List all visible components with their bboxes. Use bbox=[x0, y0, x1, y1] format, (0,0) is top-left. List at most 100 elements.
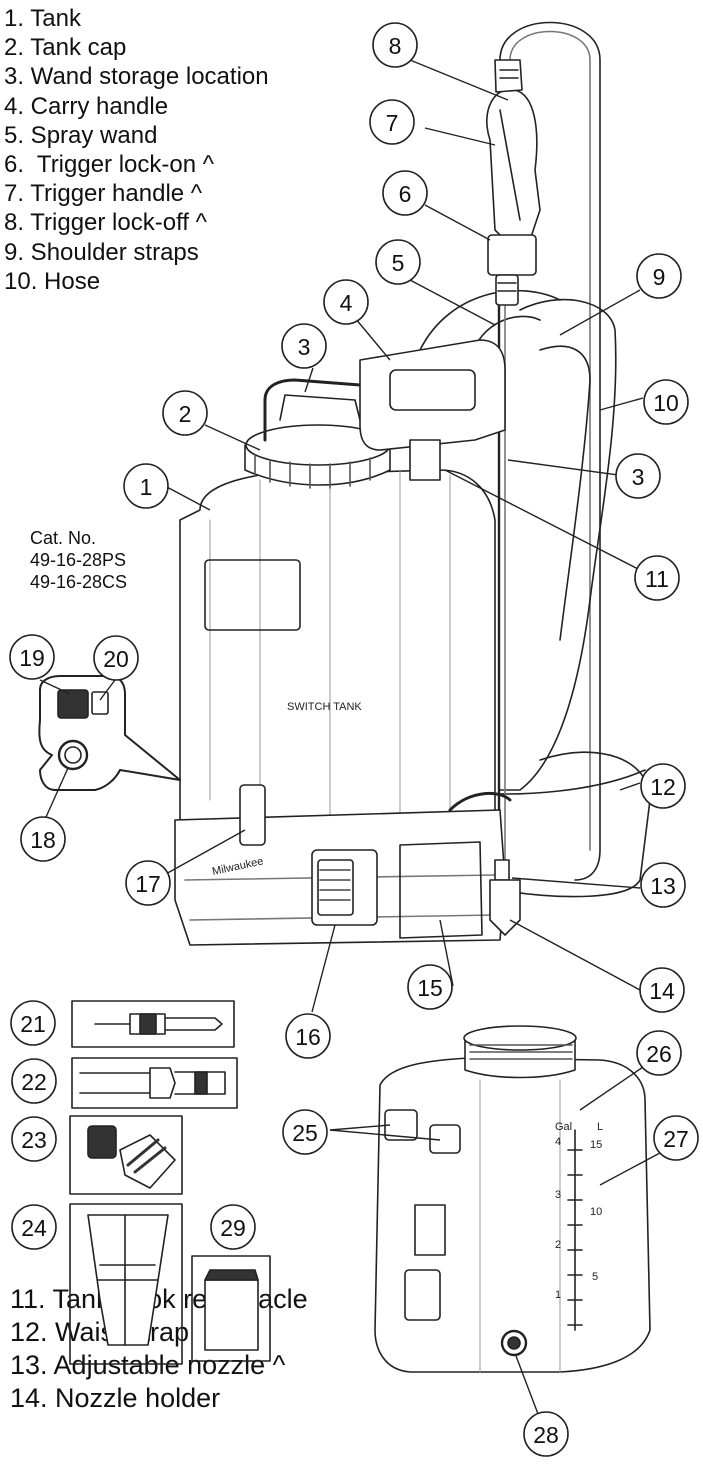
catalog-model-1: 49-16-28PS bbox=[30, 550, 127, 570]
trigger-handle-drawing bbox=[486, 88, 541, 246]
callout-circle-16 bbox=[285, 1013, 331, 1059]
callout-circle-27 bbox=[653, 1115, 699, 1161]
callout-circle-12 bbox=[640, 763, 686, 809]
callout-circle-10 bbox=[643, 379, 689, 425]
carry-handle-drawing bbox=[359, 339, 506, 451]
callout-number-14: 14 bbox=[649, 978, 675, 1004]
callout-circle-5 bbox=[375, 239, 421, 285]
callout-number-6: 6 bbox=[399, 181, 412, 207]
callout-number-12: 12 bbox=[650, 774, 676, 800]
callout-number-4: 4 bbox=[340, 290, 353, 316]
callout-number-13: 13 bbox=[650, 873, 676, 899]
removable-tank-drawing bbox=[374, 1057, 651, 1373]
legend-item-spray-wand: 5. Spray wand bbox=[4, 121, 158, 149]
callout-circle-3 bbox=[615, 453, 661, 499]
callout-circle-17 bbox=[125, 860, 171, 906]
callout-circle-20 bbox=[93, 635, 139, 681]
callout-number-3: 3 bbox=[298, 334, 311, 360]
catalog-number: Cat. No. 49-16-28PS 49-16-28CS bbox=[30, 527, 127, 593]
gal-label: Gal bbox=[555, 1121, 572, 1133]
callout-number-18: 18 bbox=[30, 827, 56, 853]
callout-circle-9 bbox=[636, 253, 682, 299]
gal-scale-1: 1 bbox=[555, 1289, 561, 1301]
callout-circle-3 bbox=[281, 323, 327, 369]
callout-circle-26 bbox=[636, 1030, 682, 1076]
callout-circle-25 bbox=[282, 1109, 328, 1155]
hose-drawing bbox=[499, 21, 601, 881]
callout-circle-24 bbox=[11, 1204, 57, 1250]
legend-item-trigger-handle: 7. Trigger handle ^ bbox=[4, 180, 203, 208]
callout-circle-4 bbox=[323, 279, 369, 325]
callout-number-19: 19 bbox=[19, 645, 45, 671]
legend-item-nozzle-holder: 14. Nozzle holder bbox=[10, 1383, 221, 1413]
callout-circle-22 bbox=[11, 1058, 57, 1104]
callout-number-15: 15 bbox=[417, 975, 443, 1001]
callout-circle-15 bbox=[407, 964, 453, 1010]
callout-circle-6 bbox=[382, 170, 428, 216]
gal-scale-4: 4 bbox=[555, 1136, 561, 1148]
liter-label: L bbox=[597, 1121, 603, 1133]
catalog-model-2: 49-16-28CS bbox=[30, 572, 128, 592]
callout-number-5: 5 bbox=[392, 250, 405, 276]
callout-number-1: 1 bbox=[140, 474, 153, 500]
callout-circle-14 bbox=[639, 967, 685, 1013]
legend-item-wand-storage: 3. Wand storage location bbox=[4, 63, 269, 91]
tank-body-drawing bbox=[179, 469, 496, 831]
legend-top: 1. Tank 2. Tank cap 3. Wand storage loca… bbox=[4, 4, 269, 296]
callout-number-20: 20 bbox=[103, 646, 129, 672]
callout-circle-21 bbox=[10, 1000, 56, 1046]
callout-number-2: 2 bbox=[179, 401, 192, 427]
legend-item-hose: 10. Hose bbox=[4, 267, 101, 295]
callout-number-21: 21 bbox=[20, 1011, 46, 1037]
gal-scale-2: 2 bbox=[555, 1239, 561, 1251]
callout-number-7: 7 bbox=[386, 110, 399, 136]
legend-item-tank-cap: 2. Tank cap bbox=[4, 34, 127, 62]
callout-circle-7 bbox=[369, 99, 415, 145]
callout-circle-13 bbox=[640, 862, 686, 908]
accessory-box-24 bbox=[69, 1203, 183, 1365]
accessory-box-21 bbox=[71, 1000, 235, 1048]
callout-circle-2 bbox=[162, 390, 208, 436]
shoulder-strap-drawing bbox=[499, 298, 617, 791]
callout-number-16: 16 bbox=[295, 1024, 321, 1050]
legend-item-carry-handle: 4. Carry handle bbox=[4, 92, 169, 120]
callout-number-29: 29 bbox=[220, 1215, 246, 1241]
callout-circle-28 bbox=[523, 1411, 569, 1457]
legend-item-trigger-lock-off: 8. Trigger lock-off ^ bbox=[4, 209, 207, 237]
tank-label-text: SWITCH TANK bbox=[287, 701, 362, 713]
liter-scale-5: 5 bbox=[592, 1271, 598, 1283]
callout-number-25: 25 bbox=[292, 1120, 318, 1146]
liter-scale-10: 10 bbox=[590, 1206, 602, 1218]
callout-circle-29 bbox=[210, 1204, 256, 1250]
catalog-number-label: Cat. No. bbox=[30, 528, 97, 548]
accessory-box-22 bbox=[71, 1057, 238, 1109]
callout-number-11: 11 bbox=[645, 566, 669, 592]
callout-circle-8 bbox=[372, 22, 418, 68]
callout-number-17: 17 bbox=[135, 871, 161, 897]
callout-circle-11 bbox=[634, 555, 680, 601]
callout-circle-1 bbox=[123, 463, 169, 509]
callout-circle-18 bbox=[20, 816, 66, 862]
legend-item-trigger-lock-on: 6. Trigger lock-on ^ bbox=[4, 151, 215, 179]
accessory-box-29 bbox=[191, 1255, 271, 1362]
callout-number-3: 3 bbox=[632, 464, 645, 490]
gal-scale-3: 3 bbox=[555, 1189, 561, 1201]
callout-number-10: 10 bbox=[653, 390, 679, 416]
callout-circle-23 bbox=[11, 1116, 57, 1162]
callout-number-9: 9 bbox=[653, 264, 666, 290]
legend-item-waist-strap: 12. Waist strap bbox=[10, 1317, 190, 1347]
callout-number-22: 22 bbox=[21, 1069, 47, 1095]
legend-item-adjustable-nozzle: 13. Adjustable nozzle ^ bbox=[10, 1350, 286, 1380]
callout-circle-19 bbox=[9, 634, 55, 680]
callout-number-26: 26 bbox=[646, 1041, 672, 1067]
legend-item-shoulder-straps: 9. Shoulder straps bbox=[4, 238, 199, 266]
callout-number-24: 24 bbox=[21, 1215, 47, 1241]
legend-bottom: 11. Tank hook receptacle 12. Waist strap… bbox=[10, 1283, 308, 1415]
callout-number-28: 28 bbox=[533, 1422, 559, 1448]
callout-number-23: 23 bbox=[21, 1127, 47, 1153]
callout-number-8: 8 bbox=[389, 33, 402, 59]
callout-number-27: 27 bbox=[663, 1126, 689, 1152]
fill-scale-drawing bbox=[567, 1129, 583, 1331]
